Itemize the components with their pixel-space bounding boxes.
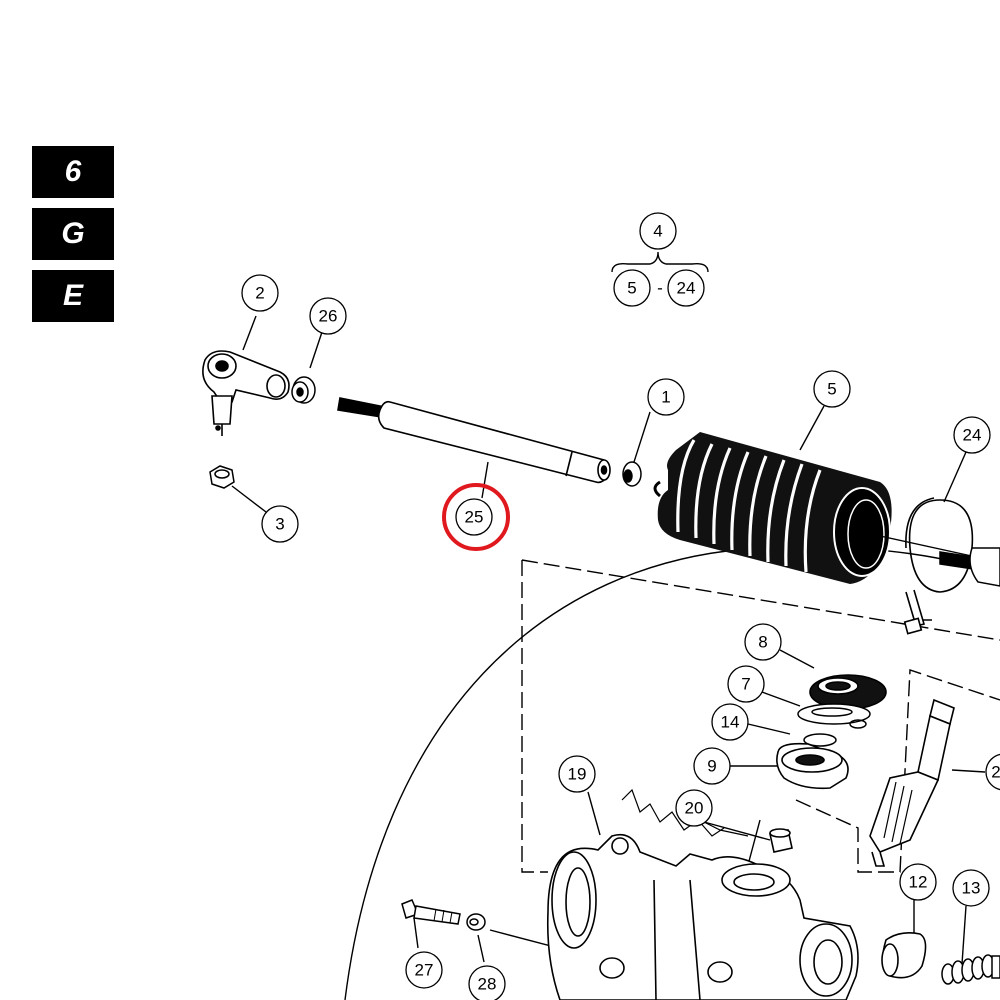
callout-2[interactable]: 2	[241, 274, 279, 312]
steering-gear-housing[interactable]	[546, 833, 859, 1000]
bushing[interactable]	[769, 828, 793, 853]
pinion-shaft[interactable]	[869, 698, 955, 867]
range-dash: -	[657, 279, 663, 298]
bolt[interactable]	[401, 899, 461, 925]
callout-9[interactable]: 9	[693, 747, 731, 785]
svg-text:20: 20	[685, 799, 704, 818]
svg-text:14: 14	[721, 713, 740, 732]
svg-text:8: 8	[758, 633, 767, 652]
svg-text:25: 25	[465, 508, 484, 527]
section-tab-e[interactable]: E	[32, 270, 114, 322]
tie-rod[interactable]	[337, 397, 611, 484]
callout-28[interactable]: 28	[468, 965, 506, 1000]
callout-1[interactable]: 1	[647, 378, 685, 416]
section-tab-6[interactable]: 6	[32, 146, 114, 198]
callout-25[interactable]: 25	[455, 498, 493, 536]
callout-13[interactable]: 13	[952, 869, 990, 907]
highlight-ring	[442, 483, 510, 551]
svg-text:26: 26	[319, 307, 338, 326]
svg-text:24: 24	[963, 426, 982, 445]
spacer-ring[interactable]	[797, 703, 871, 725]
detail-box-inner	[795, 669, 1000, 873]
callout-4[interactable]: 4	[639, 212, 677, 250]
svg-text:3: 3	[275, 515, 284, 534]
callout-21-partial[interactable]: 2	[985, 753, 1000, 791]
callout-7[interactable]: 7	[727, 665, 765, 703]
callout-14[interactable]: 14	[711, 703, 749, 741]
group-bracket	[611, 251, 709, 273]
snap-ring[interactable]	[803, 719, 867, 747]
callout-26[interactable]: 26	[309, 297, 347, 335]
detail-circle	[344, 546, 1000, 1000]
svg-text:5: 5	[827, 380, 836, 399]
boot-clamp[interactable]	[903, 497, 974, 635]
yoke[interactable]	[881, 932, 927, 979]
svg-text:4: 4	[653, 222, 662, 241]
svg-text:2: 2	[991, 763, 1000, 782]
section-tab-g[interactable]: G	[32, 208, 114, 260]
svg-text:1: 1	[661, 388, 670, 407]
svg-text:9: 9	[707, 757, 716, 776]
jam-nut[interactable]	[291, 376, 316, 404]
spring[interactable]	[941, 954, 1000, 985]
inner-tie-rod[interactable]	[939, 547, 1000, 587]
tie-rod-end[interactable]	[202, 350, 290, 436]
callout-24[interactable]: 24	[953, 416, 991, 454]
callout-12[interactable]: 12	[899, 863, 937, 901]
svg-text:27: 27	[415, 961, 434, 980]
callout-5[interactable]: 5	[813, 370, 851, 408]
callout-8[interactable]: 8	[744, 623, 782, 661]
callout-20[interactable]: 20	[675, 789, 713, 827]
washer[interactable]	[622, 461, 642, 487]
callout-5-range-start[interactable]: 5	[613, 269, 651, 307]
bearing[interactable]	[776, 742, 849, 790]
rubber-boot[interactable]	[653, 432, 991, 584]
svg-text:5: 5	[627, 279, 636, 298]
callout-19[interactable]: 19	[558, 755, 596, 793]
svg-text:28: 28	[478, 975, 497, 994]
svg-text:19: 19	[568, 765, 587, 784]
seal[interactable]	[809, 674, 887, 710]
svg-text:12: 12	[909, 873, 928, 892]
svg-text:2: 2	[255, 284, 264, 303]
callout-24-range-end[interactable]: 24	[667, 269, 705, 307]
callout-3[interactable]: 3	[261, 505, 299, 543]
zigzag-breaks	[621, 788, 749, 837]
svg-text:24: 24	[677, 279, 696, 298]
svg-text:13: 13	[962, 879, 981, 898]
callout-27[interactable]: 27	[405, 951, 443, 989]
hex-nut[interactable]	[209, 465, 235, 489]
small-washer[interactable]	[466, 913, 486, 931]
detail-box-outline	[521, 559, 1000, 873]
svg-text:7: 7	[741, 675, 750, 694]
